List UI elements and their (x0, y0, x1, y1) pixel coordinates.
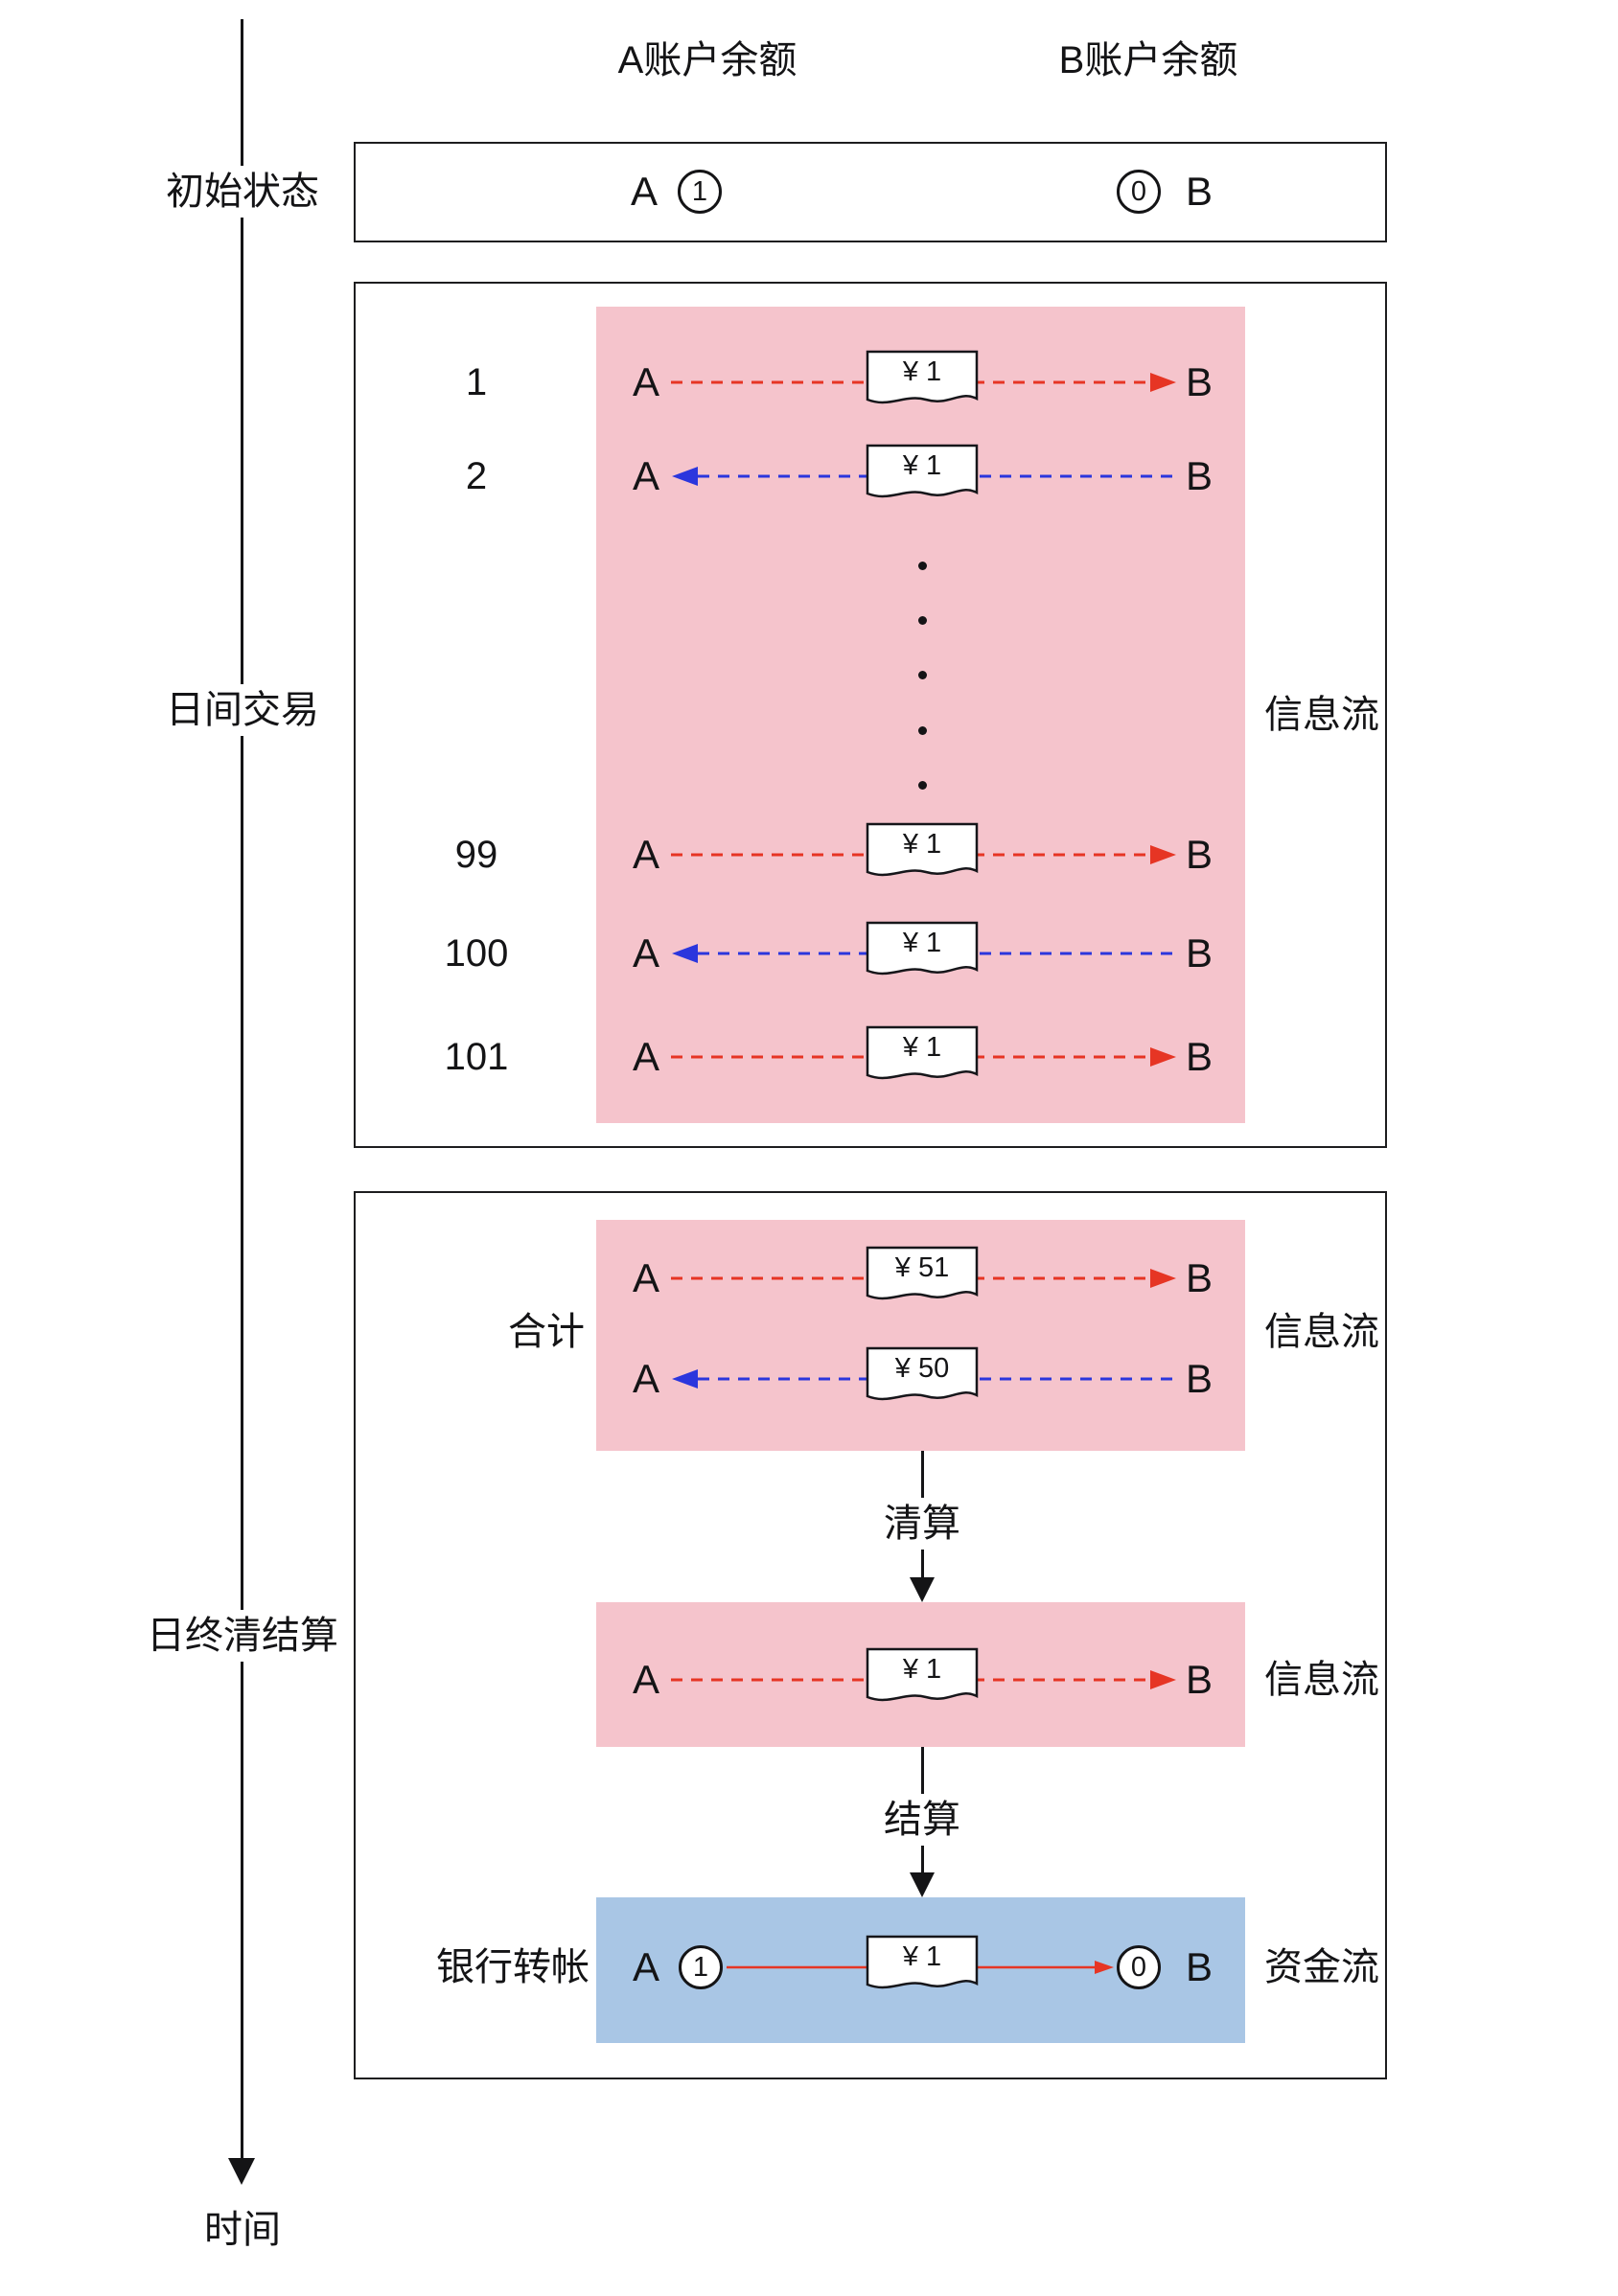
ellipsis-dot (918, 562, 927, 570)
red-dashed-arrow-right (671, 373, 1176, 392)
amount-label: ¥ 1 (902, 1654, 942, 1685)
party-b-label: B (1185, 453, 1213, 498)
party-b-label: B (1185, 1255, 1213, 1300)
txn-index: 2 (465, 455, 488, 497)
account-a-balance-badge: 1 (678, 170, 722, 214)
document-icon (866, 1647, 979, 1702)
totals-label: 合计 (508, 1311, 585, 1353)
settlement-arrowhead-icon (910, 1872, 935, 1897)
account-a-balance-badge: 1 (679, 1945, 723, 1989)
clearing-arrowhead-icon (910, 1577, 935, 1602)
document-icon (866, 444, 979, 498)
party-a-label: A (632, 1255, 659, 1300)
amount-label: ¥ 1 (902, 1941, 942, 1972)
payment-message-note: ¥ 1 (865, 1024, 980, 1091)
payment-message-note: ¥ 1 (865, 1934, 980, 2001)
party-b-label: B (1185, 1657, 1213, 1702)
blue-dashed-arrow-left (672, 1369, 1177, 1389)
payment-message-note: ¥ 51 (865, 1245, 980, 1312)
amount-label: ¥ 51 (894, 1252, 950, 1283)
timeline-label: 时间 (166, 2204, 319, 2256)
account-a-label: A (630, 169, 658, 214)
bank-transfer-label: 银行转帐 (436, 1946, 589, 1988)
initial-state-box (354, 142, 1387, 242)
ellipsis-dot (918, 616, 927, 625)
amount-label: ¥ 1 (902, 928, 942, 958)
txn-index: 101 (444, 1036, 509, 1078)
account-b-balance-badge: 0 (1117, 1945, 1161, 1989)
party-a-label: A (632, 1944, 659, 1989)
funds-flow-label: 资金流 (1264, 1946, 1379, 1988)
intraday-info-flow-area (596, 307, 1245, 1123)
party-b-label: B (1185, 930, 1213, 976)
payment-message-note: ¥ 1 (865, 443, 980, 510)
timeline-arrowhead-icon (228, 2158, 255, 2185)
payment-message-note: ¥ 1 (865, 920, 980, 987)
document-icon (866, 822, 979, 877)
column-header-b-balance: B账户余额 (1058, 39, 1238, 81)
totals-flow-label: 信息流 (1264, 1311, 1379, 1353)
blue-dashed-arrow-left (672, 944, 1177, 963)
document-icon (866, 921, 979, 976)
party-b-label: B (1185, 1944, 1213, 1989)
document-icon (866, 350, 979, 404)
timeline-axis (241, 19, 243, 2162)
red-dashed-arrow-right (671, 845, 1176, 864)
payment-message-note: ¥ 1 (865, 1646, 980, 1713)
party-a-label: A (632, 832, 659, 877)
party-a-label: A (632, 453, 659, 498)
initial-state-label: 初始状态 (158, 166, 327, 218)
blue-dashed-arrow-left (672, 467, 1177, 486)
party-a-label: A (632, 1356, 659, 1401)
settlement-label: 结算 (874, 1794, 970, 1846)
intraday-label: 日间交易 (158, 684, 327, 736)
account-b-label: B (1185, 169, 1213, 214)
party-b-label: B (1185, 359, 1213, 404)
document-icon (866, 1246, 979, 1300)
amount-label: ¥ 1 (902, 356, 942, 387)
payment-message-note: ¥ 1 (865, 349, 980, 416)
party-a-label: A (632, 930, 659, 976)
clearing-label: 清算 (874, 1498, 970, 1550)
ellipsis-dot (918, 671, 927, 679)
ellipsis-dot (918, 781, 927, 790)
amount-label: ¥ 1 (902, 1032, 942, 1063)
document-icon (866, 1935, 979, 1989)
party-b-label: B (1185, 1356, 1213, 1401)
party-a-label: A (632, 359, 659, 404)
red-dashed-arrow-right (671, 1269, 1176, 1288)
document-icon (866, 1346, 979, 1401)
column-header-a-balance: A账户余额 (617, 39, 797, 81)
amount-label: ¥ 1 (902, 450, 942, 481)
amount-label: ¥ 50 (894, 1353, 950, 1384)
txn-index: 99 (454, 834, 498, 876)
txn-index: 100 (444, 932, 509, 975)
eod-label: 日终清结算 (137, 1610, 348, 1662)
ellipsis-dot (918, 726, 927, 735)
party-b-label: B (1185, 832, 1213, 877)
red-dashed-arrow-right (671, 1047, 1176, 1067)
party-a-label: A (632, 1657, 659, 1702)
payment-message-note: ¥ 1 (865, 821, 980, 888)
document-icon (866, 1025, 979, 1080)
red-dashed-arrow-right (671, 1670, 1176, 1689)
intraday-flow-label: 信息流 (1264, 694, 1379, 736)
cleared-flow-label: 信息流 (1264, 1659, 1379, 1701)
payment-message-note: ¥ 50 (865, 1345, 980, 1412)
account-b-balance-badge: 0 (1117, 170, 1161, 214)
txn-index: 1 (465, 361, 488, 403)
party-b-label: B (1185, 1034, 1213, 1079)
amount-label: ¥ 1 (902, 829, 942, 860)
party-a-label: A (632, 1034, 659, 1079)
